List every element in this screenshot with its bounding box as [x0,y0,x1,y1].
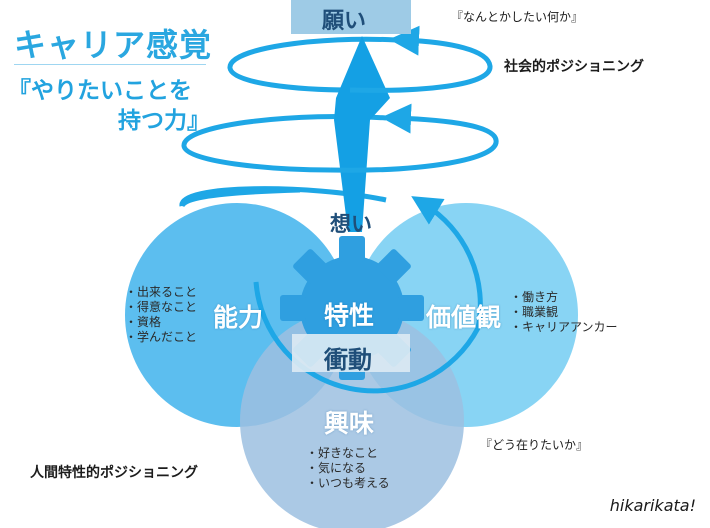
cycle-arrow [253,196,483,394]
values-list: 働き方 職業観 キャリアアンカー [510,290,618,335]
list-item: 得意なこと [125,300,197,315]
signature: hikarikata! [609,496,696,515]
list-item: 学んだこと [125,330,197,345]
thought-label: 想い [330,212,372,236]
values-label: 価値観 [426,303,502,332]
trait-label: 特性 [324,301,375,330]
list-item: 資格 [125,315,197,330]
how-to-be-note: 『どう在りたいか』 [480,438,589,452]
swirl-front-1 [349,25,493,93]
interest-list: 好きなこと 気になる いつも考える [306,446,390,491]
list-item: 好きなこと [306,446,390,461]
swirl-front-3 [179,187,301,208]
swirl-back-2 [181,113,387,173]
page-title: キャリア感覚 [14,26,213,64]
wish-label: 願い [322,9,367,34]
impulse-box [292,334,410,372]
subtitle-line1: 『やりたいことを [8,78,192,104]
list-item: いつも考える [306,476,390,491]
swirl-back-1 [227,36,397,93]
human-positioning-label: 人間特性的ポジショニング [30,465,198,481]
ability-list: 出来ること 得意なこと 資格 学んだこと [125,285,197,345]
social-positioning-label: 社会的ポジショニング [504,59,644,75]
title-divider [14,64,206,65]
swirl-front-3b [392,198,466,202]
impulse-label: 衝動 [324,346,372,374]
subtitle-line2: 持つ力』 [118,108,210,134]
list-item: キャリアアンカー [510,320,618,335]
list-item: 出来ること [125,285,197,300]
list-item: 働き方 [510,290,618,305]
list-item: 気になる [306,461,390,476]
page-subtitle: 『やりたいことを 持つ力』 [8,76,218,136]
interest-label: 興味 [324,409,375,438]
aspiration-diamond [334,36,390,232]
wish-box [291,0,411,34]
wish-note: 『なんとかしたい何か』 [451,10,584,24]
swirl-front-2 [329,103,499,173]
list-item: 職業観 [510,305,618,320]
ability-label: 能力 [213,303,264,332]
